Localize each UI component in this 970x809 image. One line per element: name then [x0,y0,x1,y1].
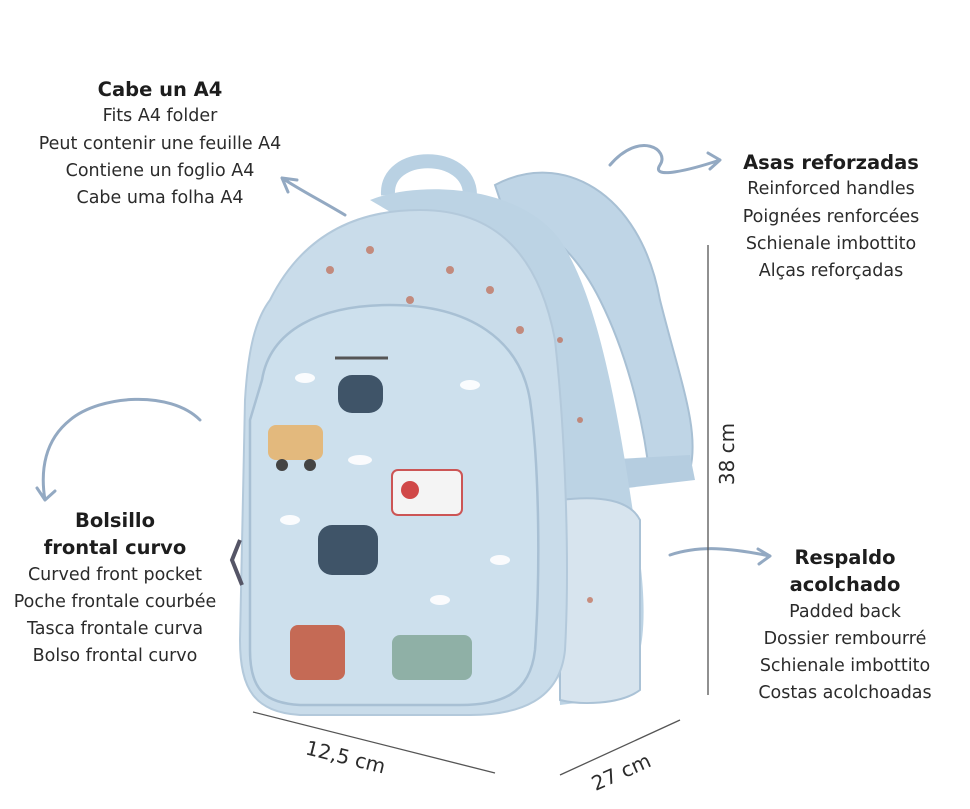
feature-line: Contiene un foglio A4 [65,160,255,181]
arrow-handles-icon [608,144,722,175]
feature-title: Asas reforzadas [743,151,919,174]
feature-title: Respaldo [794,546,896,569]
feature-title: Cabe un A4 [97,78,223,101]
feature-a4: Cabe un A4 Fits A4 folder Peut contenir … [39,76,282,212]
feature-line: Poignées renforcées [742,206,920,227]
feature-line: Reinforced handles [747,179,915,200]
feature-title: acolchado [789,573,901,597]
feature-line: Bolso frontal curvo [32,646,198,667]
feature-line: Curved front pocket [27,564,203,585]
feature-title: frontal curvo [43,536,187,560]
arrow-a4-icon [280,176,347,217]
feature-title: Bolsillo [74,509,155,532]
feature-line: Schienale imbottito [745,233,917,254]
arrow-back-icon [668,547,772,566]
feature-line: Dossier rembourré [763,628,927,649]
feature-handles: Asas reforzadas Reinforced handles Poign… [743,149,920,285]
feature-line: Tasca frontale curva [26,619,204,640]
feature-line: Cabe uma folha A4 [76,188,244,209]
feature-line: Costas acolchoadas [758,683,932,704]
feature-back: Respaldo acolchado Padded back Dossier r… [758,544,931,708]
feature-line: Schienale imbottito [759,656,931,677]
feature-line: Poche frontale courbée [13,591,217,612]
dimension-height: 38 cm [715,422,740,486]
arrow-pocket-icon [35,397,202,502]
feature-pocket: Bolsillo frontal curvo Curved front pock… [14,507,216,671]
dimension-lines [252,245,709,776]
arrows [35,144,772,566]
vehicle-motifs [268,246,593,680]
feature-line: Padded back [789,601,901,622]
feature-line: Fits A4 folder [102,106,218,127]
feature-line: Peut contenir une feuille A4 [38,133,282,154]
feature-line: Alças reforçadas [758,261,904,282]
